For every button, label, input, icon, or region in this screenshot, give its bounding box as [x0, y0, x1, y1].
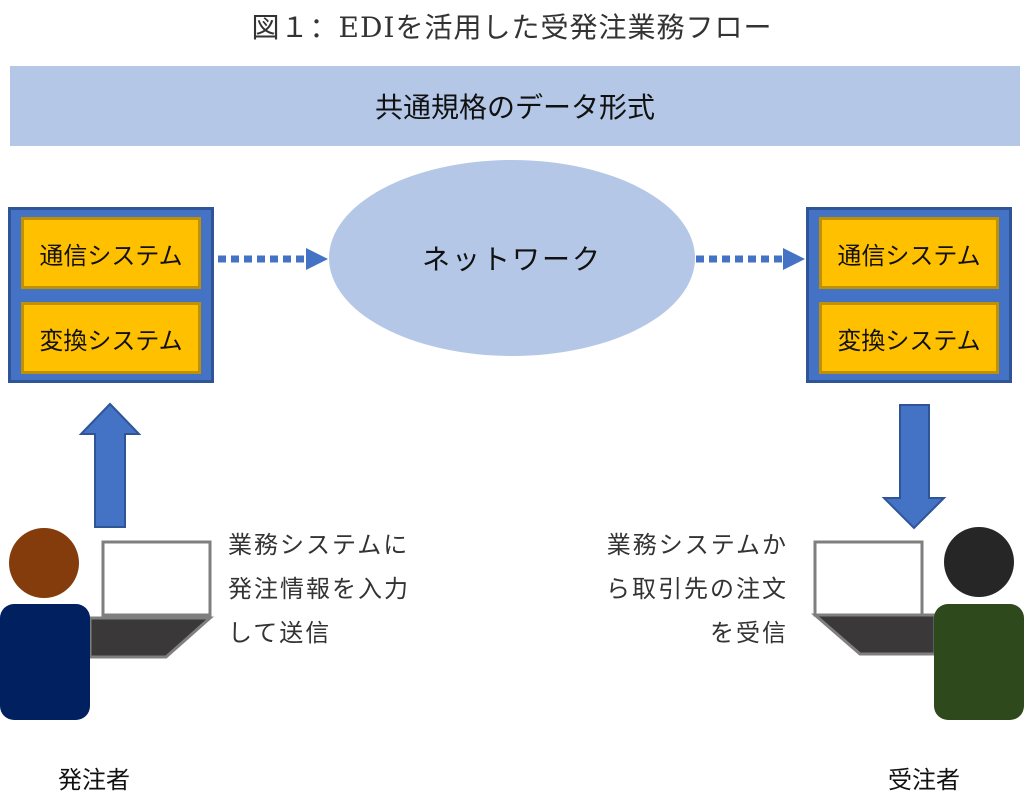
orderer-description: 業務システムに 発注情報を入力 して送信	[228, 523, 410, 655]
receiver-role-label: 受注者	[888, 766, 960, 794]
orderer-conversion-system: 変換システム	[21, 302, 201, 374]
receiver-system-box: 通信システム 変換システム	[806, 207, 1012, 383]
orderer-laptop-icon	[88, 540, 214, 659]
up-arrow	[78, 402, 142, 528]
receiver-person-icon	[934, 527, 1024, 720]
receiver-communication-label: 通信システム	[837, 241, 981, 270]
orderer-description-line: して送信	[228, 619, 332, 647]
orderer-description-line: 発注情報を入力	[228, 575, 410, 603]
receiver-description: 業務システムか ら取引先の注文 を受信	[606, 523, 788, 655]
receiver-description-line: を受信	[710, 619, 788, 647]
down-arrow	[881, 404, 947, 530]
orderer-role-label: 発注者	[58, 766, 130, 794]
receiver-laptop-icon	[810, 540, 937, 656]
common-data-format-banner: 共通規格のデータ形式	[10, 66, 1020, 146]
receiver-description-line: ら取引先の注文	[606, 575, 788, 603]
orderer-communication-system: 通信システム	[21, 217, 201, 289]
dotted-arrow-to-receiver	[696, 248, 805, 270]
orderer-conversion-label: 変換システム	[39, 326, 183, 355]
orderer-system-box: 通信システム 変換システム	[8, 207, 214, 383]
orderer-person-icon	[0, 528, 90, 720]
network-ellipse: ネットワーク	[329, 160, 695, 356]
orderer-description-line: 業務システムに	[228, 531, 410, 559]
receiver-communication-system: 通信システム	[819, 217, 999, 289]
dotted-arrow-to-network	[218, 248, 328, 270]
receiver-conversion-label: 変換システム	[837, 326, 981, 355]
orderer-communication-label: 通信システム	[39, 241, 183, 270]
figure-title: 図１：EDIを活用した受発注業務フロー	[251, 11, 773, 44]
receiver-description-line: 業務システムか	[606, 531, 788, 559]
banner-label: 共通規格のデータ形式	[374, 91, 655, 124]
network-label: ネットワーク	[421, 243, 602, 276]
receiver-conversion-system: 変換システム	[819, 302, 999, 374]
